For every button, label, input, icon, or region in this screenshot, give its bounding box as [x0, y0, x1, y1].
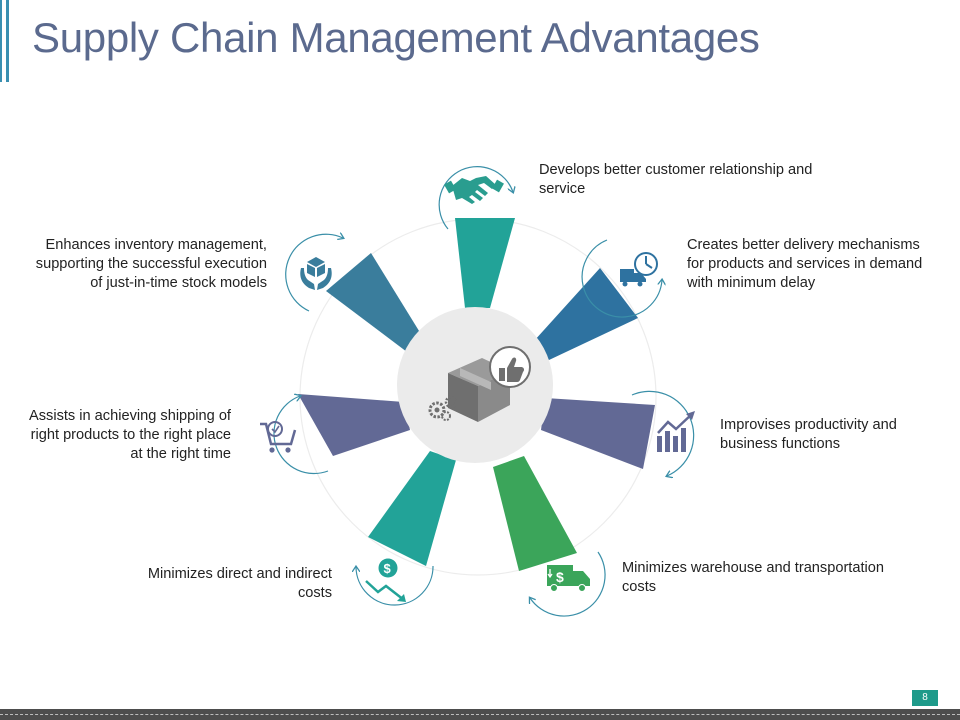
wedge-inventory-management — [326, 253, 424, 352]
advantage-label-warehouse-costs: Minimizes warehouse and transportation c… — [622, 560, 885, 595]
box-thumbs-up-gears-icon — [428, 346, 531, 422]
title-accent-bar — [0, 0, 9, 82]
advantage-label-productivity: Improvises productivity and business fun… — [720, 417, 897, 452]
wedge-warehouse-costs — [493, 456, 577, 571]
advantage-label-customer-relationship: Develops better customer relationship an… — [539, 162, 813, 197]
inventory-boxes-hand-icon — [300, 257, 332, 290]
advantage-label-shipping-right-place: Assists in achieving shipping of right p… — [29, 408, 231, 462]
cost-truck-icon: $ — [547, 565, 590, 592]
wedge-productivity — [541, 398, 655, 469]
footer-dashed-line — [0, 714, 960, 715]
advantage-label-inventory-management: Enhances inventory management, supportin… — [35, 237, 267, 291]
advantage-label-delivery-mechanisms: Creates better delivery mechanisms for p… — [687, 237, 923, 291]
wedge-delivery-mechanisms — [534, 268, 638, 360]
wedge-customer-relationship — [455, 218, 515, 308]
dollar-decline-icon: $ — [365, 558, 406, 602]
page-number-badge: 8 — [912, 690, 938, 706]
handshake-icon — [444, 176, 504, 204]
wedge-shipping-right-place — [298, 394, 410, 456]
growth-chart-icon — [657, 411, 695, 452]
shopping-cart-icon — [260, 421, 297, 453]
page-title: Supply Chain Management Advantages — [32, 14, 760, 61]
wedge-direct-costs — [368, 451, 456, 566]
svg-text:$: $ — [384, 561, 392, 576]
advantage-label-direct-costs: Minimizes direct and indirect costs — [147, 566, 332, 601]
delivery-truck-clock-icon — [620, 252, 658, 287]
svg-text:$: $ — [556, 569, 564, 585]
